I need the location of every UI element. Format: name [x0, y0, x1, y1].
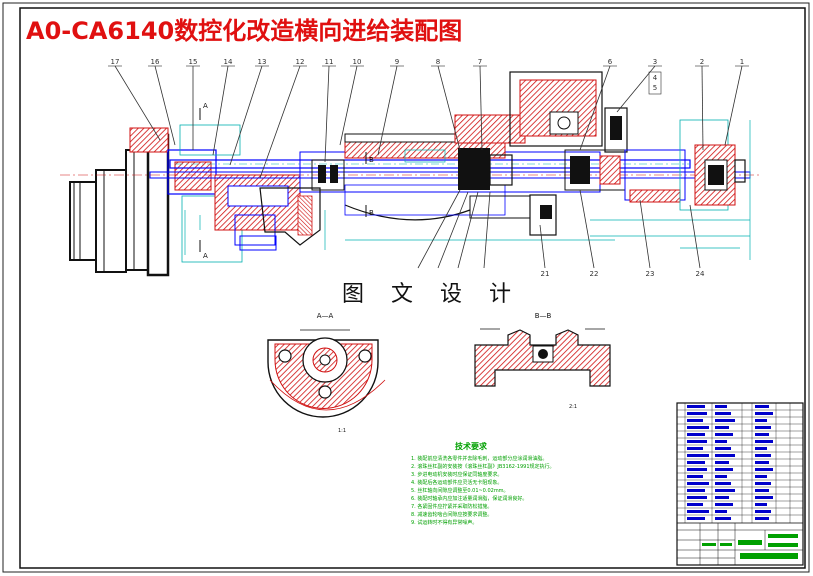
part-number-labels-bottom: 21 22 23 24 [541, 270, 705, 278]
tech-requirement-line: 3. 步进电动机安装时应保证同轴度要求。 [411, 472, 503, 478]
right-bearing-support [564, 107, 746, 211]
part-number-14: 14 [224, 58, 233, 66]
ball-screw-nut [454, 71, 603, 236]
gear-housing [167, 124, 301, 263]
section-bb-scale: 2:1 [569, 404, 577, 410]
section-a-mark-top: A [203, 102, 208, 110]
tech-requirement-line: 2. 滚珠丝杠副的安装按《滚珠丝杠副》JB3162-1991规定执行。 [411, 464, 555, 470]
part-number-11: 11 [325, 58, 334, 66]
stepper-motor [69, 127, 170, 277]
tech-requirement-line: 6. 装配时轴承内应加注适量润滑脂，保证润滑良好。 [411, 496, 528, 502]
part-number-16: 16 [151, 58, 160, 66]
section-aa-label: A—A [317, 312, 334, 320]
section-b-mark-bottom: B [369, 209, 374, 217]
section-view-bb [474, 328, 611, 387]
part-number-24: 24 [696, 270, 705, 278]
part-number-12: 12 [296, 58, 305, 66]
part-number-15: 15 [189, 58, 198, 66]
section-aa-scale: 1:1 [338, 428, 346, 434]
part-number-5: 5 [653, 84, 657, 92]
title-block [676, 402, 804, 566]
section-marks [199, 108, 367, 252]
inner-border [19, 7, 806, 569]
section-bb-label: B—B [535, 312, 552, 320]
watermark-text: 图 文 设 计 [338, 276, 525, 308]
section-a-mark-bottom: A [203, 252, 208, 260]
part-number-10: 10 [353, 58, 362, 66]
part-number-labels-top: 17 16 15 14 13 12 11 10 9 8 7 6 3 4 5 2 … [111, 58, 745, 92]
part-number-4: 4 [653, 74, 658, 82]
part-number-7: 7 [478, 58, 482, 66]
leader-lines [114, 65, 743, 269]
part-number-2: 2 [700, 58, 704, 66]
tech-requirement-line: 1. 装配前应清洗各零件并去除毛刺，运动部分应涂润滑油脂。 [411, 456, 548, 462]
tech-requirement-line: 7. 各紧固件应拧紧并采取防松措施。 [411, 504, 493, 510]
part-number-3: 3 [653, 58, 657, 66]
part-number-8: 8 [436, 58, 440, 66]
section-view-aa [267, 329, 386, 418]
drawing-title: A0-CA6140数控化改造横向进给装配图 [26, 17, 463, 45]
part-number-21: 21 [541, 270, 550, 278]
part-number-6: 6 [608, 58, 613, 66]
part-number-9: 9 [395, 58, 399, 66]
part-number-underlines [108, 65, 749, 95]
part-number-1: 1 [740, 58, 744, 66]
tech-requirement-line: 9. 试运转时不得有异常噪声。 [411, 520, 478, 526]
part-number-22: 22 [590, 270, 599, 278]
part-number-13: 13 [258, 58, 267, 66]
tech-requirement-line: 5. 丝杠轴向间隙应调整至0.01~0.02mm。 [411, 488, 509, 494]
main-assembly-view [60, 65, 760, 277]
part-number-17: 17 [111, 58, 120, 66]
tech-requirement-line: 8. 减速齿轮啮合间隙应按要求调整。 [411, 512, 493, 518]
dimension-lines [184, 120, 751, 260]
tech-requirement-line: 4. 装配后各运动部件应灵活无卡阻现象。 [411, 480, 503, 486]
section-b-mark-top: B [369, 156, 374, 164]
part-number-23: 23 [646, 270, 655, 278]
section-mark-letters: A A B B [203, 102, 374, 260]
tech-requirements-title: 技术要求 [455, 442, 487, 451]
